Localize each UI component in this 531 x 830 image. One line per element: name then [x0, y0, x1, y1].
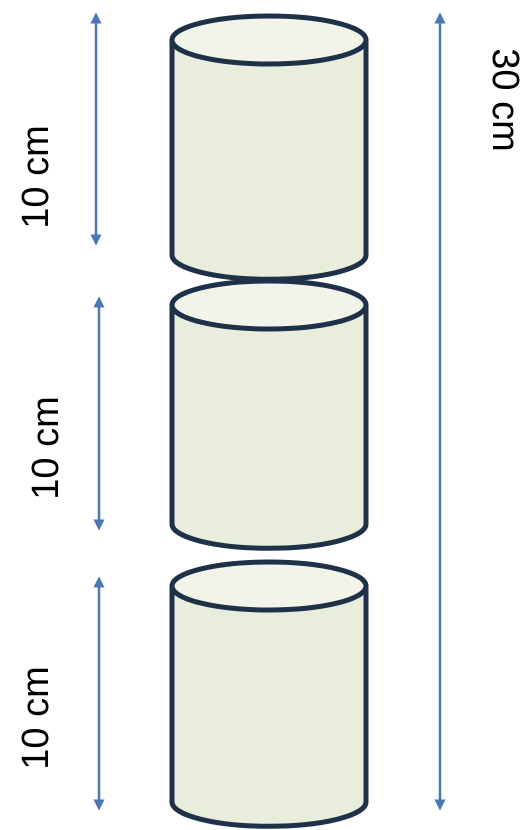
segment-3-label: 10 cm — [15, 666, 57, 769]
cylinder-1-body — [169, 37, 369, 282]
cylinder-3-body — [169, 583, 369, 829]
cylinder-2-top — [169, 278, 369, 332]
cylinder-1 — [169, 13, 369, 282]
total-height-label: 30 cm — [484, 48, 526, 151]
segment-1-label: 10 cm — [15, 125, 57, 228]
cylinder-3-top — [169, 559, 369, 613]
cylinder-1-top — [169, 13, 369, 67]
cylinder-2 — [169, 278, 369, 551]
cylinder-3 — [169, 559, 369, 829]
cylinder-2-body — [169, 302, 369, 551]
segment-2-label: 10 cm — [25, 396, 67, 499]
